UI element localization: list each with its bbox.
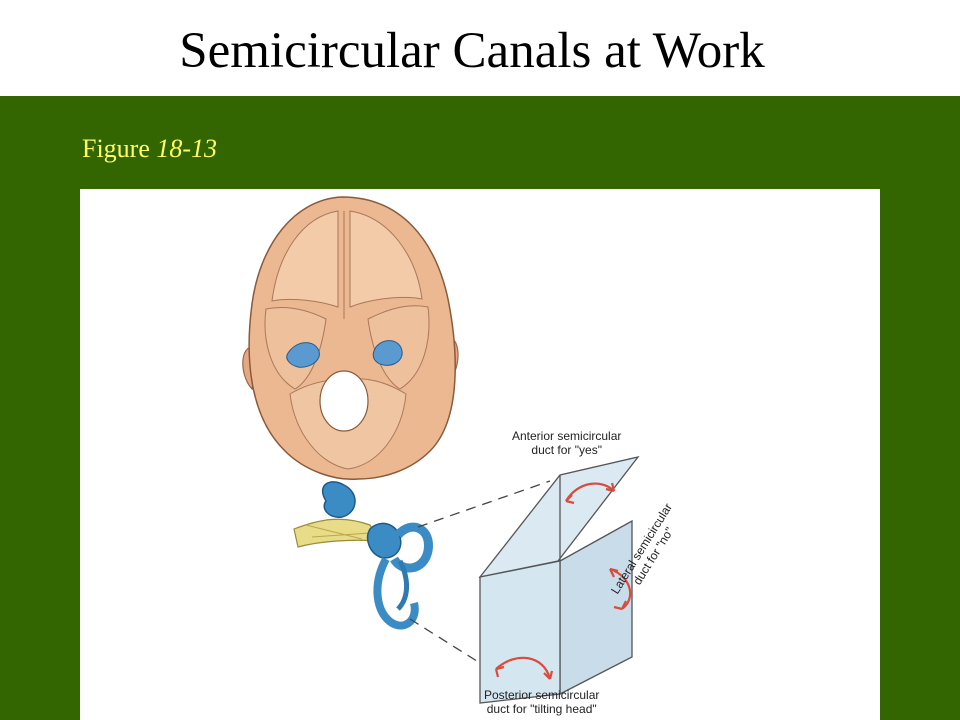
caption-anterior-line1: Anterior semicircular bbox=[512, 429, 622, 443]
inner-ear-right bbox=[372, 340, 403, 366]
title-bar bbox=[0, 0, 960, 96]
arrow-no bbox=[609, 567, 632, 610]
caption-anterior-line2: duct for "yes" bbox=[531, 443, 602, 457]
cranial-fossa-anterior-right bbox=[349, 210, 423, 308]
caption-posterior-line2: duct for "tilting head" bbox=[486, 702, 597, 716]
rotation-arrows bbox=[494, 482, 632, 680]
cranial-fossa-anterior-left bbox=[271, 210, 339, 308]
caption-posterior-duct: Posterior semicircular duct for "tilting… bbox=[484, 688, 599, 716]
foramen-magnum bbox=[319, 370, 369, 432]
semicircular-canals-diagram bbox=[242, 196, 640, 704]
figure-label-prefix: Figure bbox=[82, 134, 157, 163]
caption-anterior-duct: Anterior semicircular duct for "yes" bbox=[512, 429, 621, 457]
figure-illustration: Anterior semicircular duct for "yes" Lat… bbox=[80, 189, 880, 720]
caption-posterior-line1: Posterior semicircular bbox=[484, 688, 600, 702]
leader-lines bbox=[409, 480, 551, 664]
figure-label-number: 18-13 bbox=[156, 134, 218, 163]
arrow-tilt bbox=[495, 656, 552, 680]
lateral-plane bbox=[559, 519, 633, 696]
semicircular-canal-loop-2 bbox=[373, 557, 419, 630]
labyrinth-illustration bbox=[293, 481, 433, 630]
inner-ear-left bbox=[286, 342, 320, 368]
posterior-plane bbox=[479, 560, 561, 704]
slide-title: Semicircular Canals at Work bbox=[179, 23, 765, 79]
skull-illustration bbox=[242, 196, 459, 480]
cochlea bbox=[321, 481, 356, 518]
figure-label: Figure 18-13 bbox=[82, 136, 217, 162]
semicircular-canal-loop-3 bbox=[396, 559, 409, 611]
vestibule bbox=[366, 522, 402, 559]
